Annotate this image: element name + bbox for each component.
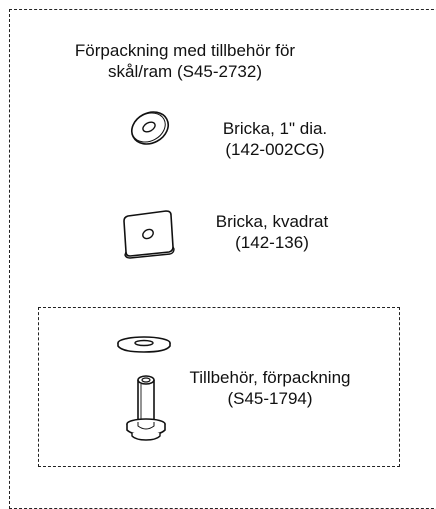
kit-accessory-name: Tillbehör, förpackning (189, 368, 351, 387)
round-washer-part-number: (142-002CG) (225, 140, 325, 159)
square-washer-name: Bricka, kvadrat (215, 212, 329, 231)
square-washer-label: Bricka, kvadrat (142-136) (197, 211, 347, 253)
round-washer-name: Bricka, 1" dia. (222, 119, 328, 138)
kit-title-line1: Förpackning med tillbehör för (74, 41, 296, 60)
square-washer-part-number: (142-136) (235, 233, 309, 252)
kit-title: Förpackning med tillbehör för skål/ram (… (30, 40, 340, 82)
round-washer-icon (131, 111, 169, 145)
square-washer-icon (123, 210, 175, 259)
round-washer-label: Bricka, 1" dia. (142-002CG) (200, 118, 350, 160)
kit-inner-border (38, 307, 400, 467)
kit-title-line2: skål/ram (S45-2732) (107, 62, 262, 81)
kit-accessory-part-number: (S45-1794) (227, 389, 313, 408)
flat-washer-icon (117, 336, 171, 353)
bolt-icon (126, 375, 166, 441)
kit-accessory-label: Tillbehör, förpackning (S45-1794) (155, 367, 385, 409)
